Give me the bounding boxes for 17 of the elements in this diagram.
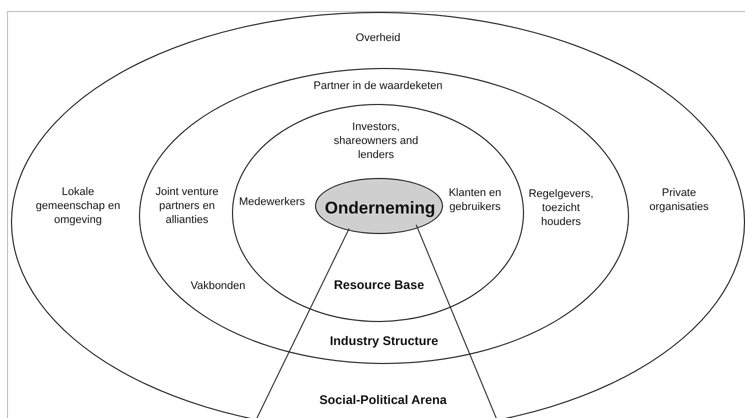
connector-line: [256, 228, 350, 418]
ring-title: Onderneming: [324, 197, 436, 219]
stakeholder-label: Private organisaties: [648, 186, 710, 214]
connector-line: [416, 224, 498, 418]
stakeholder-label: Regelgevers, toezicht houders: [528, 187, 594, 229]
stakeholder-label: Medewerkers: [238, 195, 306, 209]
stakeholder-label: Joint venture partners en allianties: [154, 185, 220, 227]
ring-ellipse: [139, 68, 629, 364]
stakeholder-label: Partner in de waardeketen: [312, 79, 444, 93]
stakeholder-label: Investors, shareowners and lenders: [334, 120, 418, 162]
ring-title: Social-Political Arena: [319, 393, 447, 409]
ring-title: Industry Structure: [330, 334, 438, 350]
stakeholder-label: Klanten en gebruikers: [448, 186, 502, 214]
stakeholder-label: Overheid: [354, 31, 402, 45]
stakeholder-label: Lokale gemeenschap en omgeving: [34, 185, 122, 227]
stakeholder-label: Vakbonden: [190, 279, 246, 293]
ring-title: Resource Base: [334, 278, 424, 294]
